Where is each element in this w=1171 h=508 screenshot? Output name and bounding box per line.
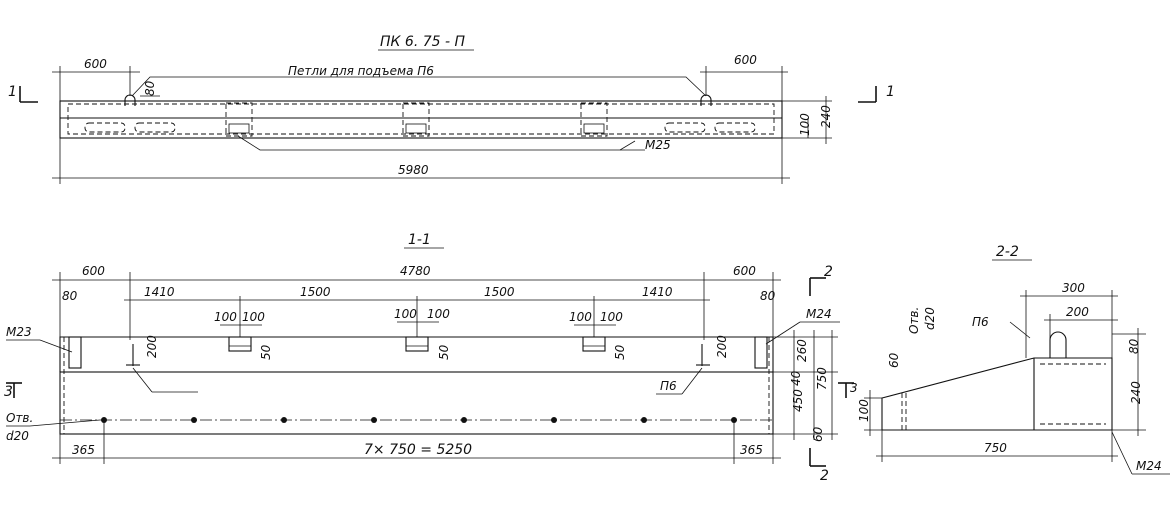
- section-2-2-profile: [881, 357, 1113, 431]
- section-dim-200-left: 200: [145, 335, 159, 358]
- section-dim-50c: 50: [613, 344, 627, 360]
- section-2-2-dim-300: 300: [1062, 281, 1085, 295]
- plan-dim-h2: 240: [819, 105, 833, 128]
- section-span-3: 1500: [484, 285, 515, 299]
- hole-marker: [191, 417, 197, 423]
- section-1-1-title: 1-1: [408, 232, 431, 248]
- section-dim-right: 600: [733, 264, 756, 278]
- section-dim-40: 40: [789, 370, 803, 386]
- section-beam-outline: [59, 371, 774, 435]
- hole-marker: [641, 417, 647, 423]
- plan-dim-total: 5980: [398, 163, 429, 177]
- section-dim-100e: 100: [569, 310, 592, 324]
- section-2-2-loop: [1049, 331, 1067, 358]
- section-2-2-dim-750: 750: [984, 441, 1007, 455]
- plan-label-m25: М25: [645, 138, 671, 152]
- hole-marker: [461, 417, 467, 423]
- section-dim-total: 4780: [400, 264, 431, 278]
- section-dim-100d: 100: [427, 307, 450, 321]
- section-mark-3-right: 3: [850, 381, 858, 395]
- section-dim-50b: 50: [437, 344, 451, 360]
- section-dim-80-right: 80: [760, 289, 776, 303]
- section-dim-450: 450: [791, 389, 805, 412]
- section-2-2-dim-80: 80: [1127, 338, 1141, 354]
- hole-marker: [551, 417, 557, 423]
- hole-marker: [731, 417, 737, 423]
- section-bottom-mid: 7× 750 = 5250: [364, 442, 472, 458]
- section-2-2-dim-240: 240: [1129, 381, 1143, 404]
- section-mark-2-bottom: 2: [820, 468, 829, 484]
- section-bottom-left: 365: [72, 443, 95, 457]
- section-dim-60: 60: [811, 426, 825, 442]
- section-2-2-label-hole: Отв.: [907, 307, 921, 334]
- section-label-m23: М23: [6, 325, 32, 339]
- plan-dim-right: 600: [734, 53, 757, 67]
- section-dim-80-left: 80: [62, 289, 78, 303]
- section-2-2-label-m24: М24: [1136, 459, 1162, 473]
- section-2-2-dim-100: 100: [857, 399, 871, 422]
- section-dim-100b: 100: [242, 310, 265, 324]
- section-dim-750: 750: [815, 367, 829, 390]
- section-1-1: 1-1 600: [4, 232, 858, 484]
- section-dim-100a: 100: [214, 310, 237, 324]
- section-mark-2-top: 2: [824, 264, 833, 280]
- section-2-2-dim-60: 60: [887, 352, 901, 368]
- plan-section-mark-left: 1: [8, 84, 17, 100]
- plan-subtitle: Петли для подъема П6: [288, 64, 434, 78]
- plan-dim-left: 600: [84, 57, 107, 71]
- section-2-2-dim-200: 200: [1066, 305, 1089, 319]
- plan-section-mark-right: 1: [886, 84, 895, 100]
- section-dim-50a: 50: [259, 344, 273, 360]
- plan-beam-outline: [59, 100, 783, 139]
- section-span-2: 1500: [300, 285, 331, 299]
- section-label-p6: П6: [660, 379, 677, 393]
- section-2-2-title: 2-2: [996, 244, 1019, 260]
- section-span-4: 1410: [642, 285, 673, 299]
- section-dim-left: 600: [82, 264, 105, 278]
- section-dim-100f: 100: [600, 310, 623, 324]
- section-dim-200-right: 200: [715, 335, 729, 358]
- hole-marker: [101, 417, 107, 423]
- section-span-1: 1410: [144, 285, 175, 299]
- section-label-hole: Отв.: [6, 411, 33, 425]
- drawing-title: ПК 6. 75 - П: [380, 34, 465, 50]
- section-dim-100c: 100: [394, 307, 417, 321]
- section-2-2-label-d20: d20: [923, 307, 937, 330]
- plan-dim-h1: 100: [798, 113, 812, 136]
- section-bottom-right: 365: [740, 443, 763, 457]
- section-dim-260: 260: [795, 339, 809, 362]
- hole-marker: [281, 417, 287, 423]
- section-label-d20: d20: [6, 429, 29, 443]
- section-2-2-label-p6: П6: [972, 315, 989, 329]
- section-2-2: 2-2 300 200 80 240 750 100: [857, 244, 1170, 475]
- hole-marker: [371, 417, 377, 423]
- plan-view: ПК 6. 75 - П Петли для подъема П6 М25 60…: [8, 34, 895, 184]
- section-label-m24: М24: [806, 307, 832, 321]
- plan-dim-loop: 80: [143, 80, 157, 96]
- section-mark-3-left: 3: [4, 384, 13, 400]
